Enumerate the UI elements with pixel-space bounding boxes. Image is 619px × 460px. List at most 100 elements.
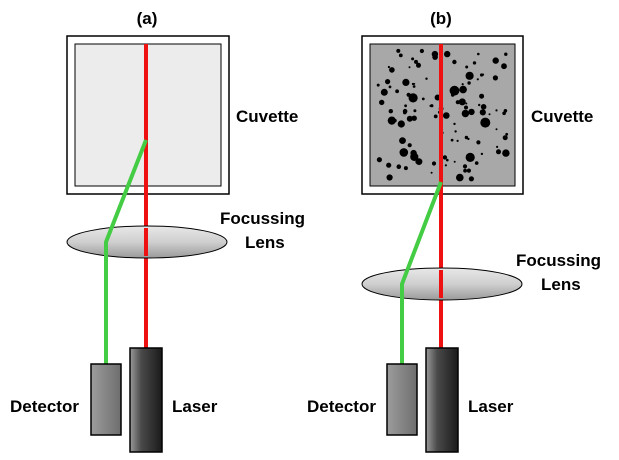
particle	[393, 118, 397, 123]
particle	[476, 140, 481, 145]
particle	[444, 164, 447, 167]
particle	[443, 112, 450, 119]
particle	[465, 152, 475, 162]
particle	[502, 111, 506, 116]
particle	[452, 59, 457, 65]
particle	[480, 152, 484, 156]
particle	[421, 97, 425, 101]
particle	[479, 93, 485, 99]
particle	[480, 104, 487, 110]
particle	[466, 168, 471, 173]
particle	[389, 67, 395, 73]
particle	[396, 48, 401, 53]
particle	[480, 110, 486, 116]
particle	[465, 102, 468, 105]
particle	[387, 116, 396, 125]
particle	[411, 115, 417, 121]
particle	[431, 161, 437, 166]
particle	[416, 62, 421, 68]
particle	[504, 52, 508, 56]
particle	[410, 152, 419, 161]
panel-a: (a) Cuvette Focussing Lens Detector Lase…	[10, 9, 305, 453]
panel-a-scattered-beam	[104, 139, 148, 364]
particle	[397, 120, 405, 128]
particle	[399, 137, 406, 145]
particle	[480, 117, 491, 128]
particle	[446, 158, 449, 162]
particle	[472, 61, 477, 65]
particle	[501, 63, 507, 70]
particle	[398, 53, 403, 58]
particle	[380, 88, 388, 96]
particle	[386, 174, 393, 181]
particle	[461, 83, 464, 86]
particle	[505, 132, 509, 136]
particle	[468, 176, 474, 182]
particle	[481, 73, 485, 76]
particle	[386, 162, 392, 168]
panel-b-lens-label-line2: Lens	[541, 275, 581, 294]
panel-b-lens-label-line1: Focussing	[516, 251, 601, 270]
particle	[379, 99, 385, 106]
panel-b-particles	[376, 48, 510, 182]
particle	[465, 65, 469, 69]
particle	[502, 149, 510, 157]
particle	[450, 138, 454, 142]
particle	[488, 113, 491, 116]
particle	[431, 104, 434, 107]
particle	[458, 98, 466, 106]
panel-b-label: (b)	[430, 9, 452, 28]
particle	[403, 110, 407, 115]
particle	[408, 93, 418, 103]
particle	[395, 89, 399, 94]
panel-a-laser-label: Laser	[172, 397, 218, 416]
panel-a-lens-label-line2: Lens	[245, 233, 285, 252]
particle	[454, 130, 457, 133]
particle	[413, 109, 417, 113]
particle	[415, 158, 423, 166]
particle	[474, 161, 479, 165]
panel-b: (b) Cuvette Focussing Lens Detector Lase…	[307, 9, 601, 453]
panel-b-cuvette-label: Cuvette	[531, 107, 593, 126]
panel-b-laser	[425, 347, 459, 453]
particle	[387, 65, 390, 69]
particle	[412, 85, 416, 88]
particle	[396, 164, 402, 169]
panel-b-detector-label: Detector	[307, 397, 376, 416]
particle	[430, 171, 433, 174]
panel-a-detector-label: Detector	[10, 397, 79, 416]
particle	[442, 155, 448, 160]
particle	[431, 50, 439, 58]
particle	[419, 48, 424, 54]
particle	[429, 104, 432, 107]
particle	[385, 79, 391, 85]
particle	[467, 137, 470, 141]
particle	[465, 71, 474, 80]
particle	[453, 122, 456, 126]
particle	[425, 77, 428, 80]
particle	[461, 109, 470, 118]
particle	[453, 160, 456, 163]
panel-a-label: (a)	[137, 9, 158, 28]
particle	[406, 92, 411, 97]
particle	[376, 157, 382, 163]
particle	[496, 149, 501, 155]
particle	[376, 83, 380, 87]
panel-b-scattered-beam	[400, 181, 443, 364]
particle	[408, 66, 411, 69]
particle	[462, 164, 468, 169]
particle	[464, 135, 469, 140]
particle	[478, 103, 481, 107]
particle	[477, 52, 480, 56]
particle	[456, 139, 459, 142]
particle	[444, 50, 451, 58]
particle	[411, 82, 414, 86]
particle	[464, 105, 468, 110]
panel-b-detector	[386, 363, 418, 436]
particle	[404, 104, 407, 108]
particle	[433, 114, 438, 119]
particle	[463, 168, 467, 173]
particle	[467, 81, 471, 85]
